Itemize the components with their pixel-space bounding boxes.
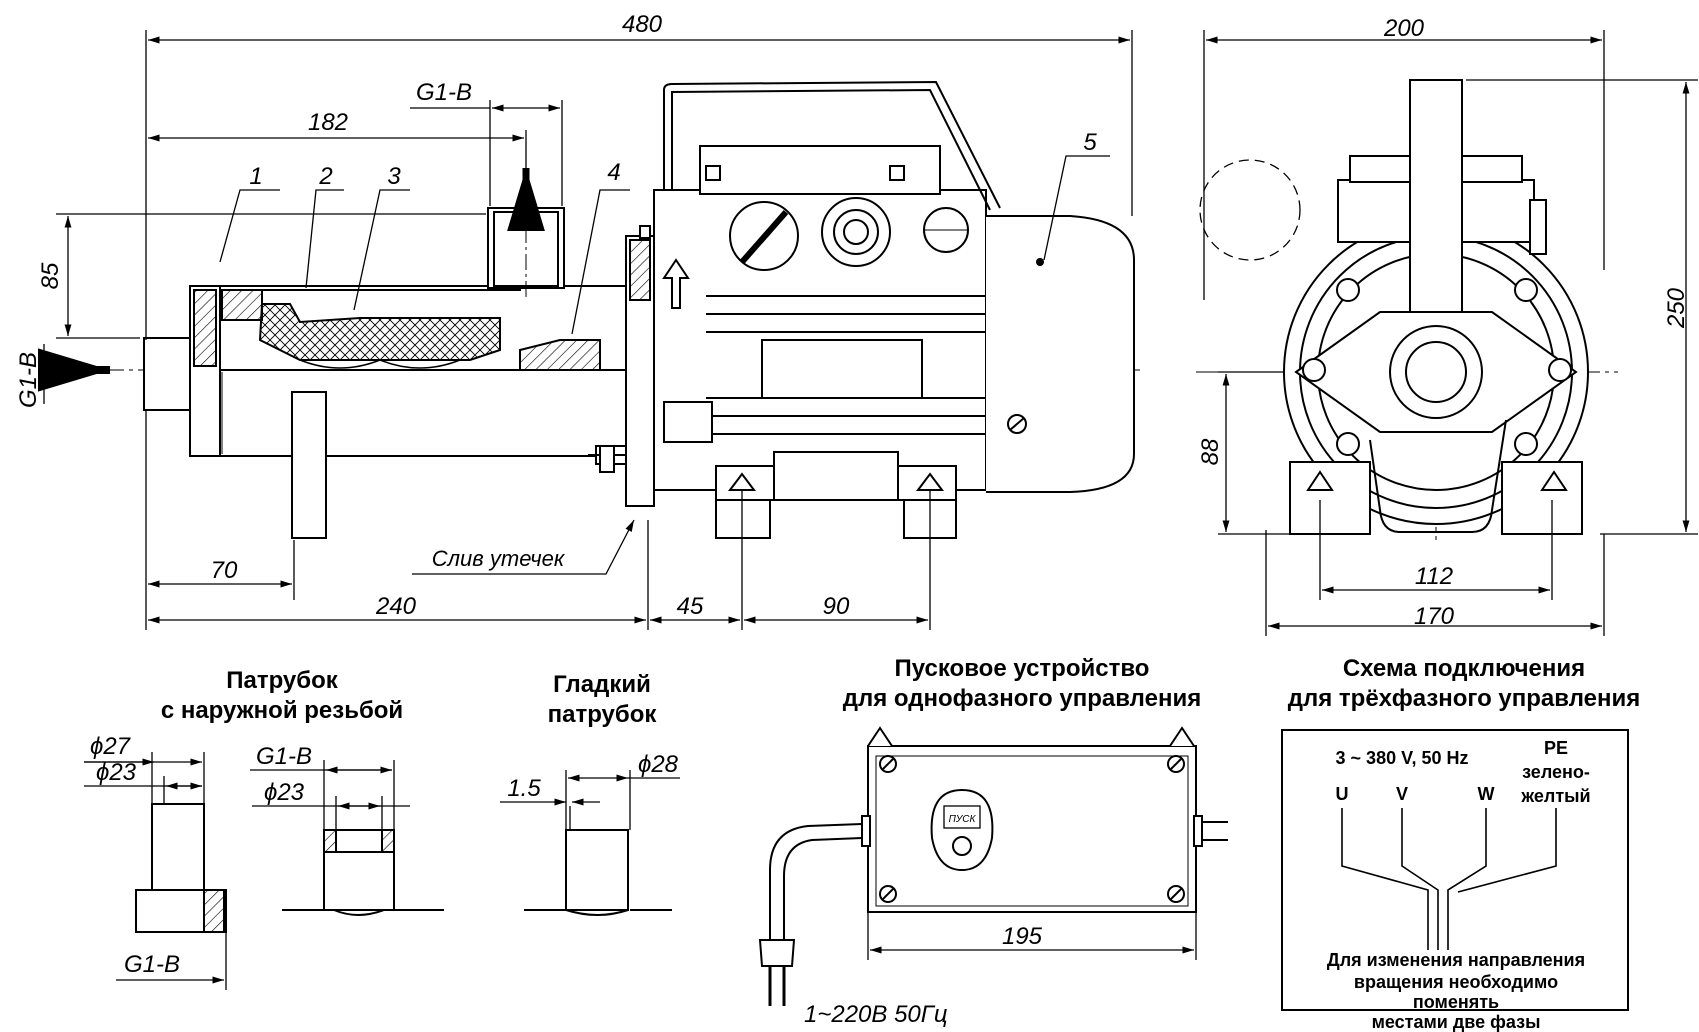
dim-front-width: 200 [1383,15,1425,42]
wiring-note-2: вращения необходимо [1354,972,1558,992]
part-label-5: 5 [1083,129,1097,156]
dim-thread-top: G1-B [256,743,312,770]
leak-drain-label: Слив утечек [432,546,566,571]
wiring-v: V [1396,784,1408,804]
wiring-pe: PE [1544,738,1568,758]
wiring-pe-2: зелено- [1522,762,1590,782]
threaded-pipe-title-1: Патрубок [226,667,339,694]
threaded-pipe-detail [135,803,444,933]
start-button-label: ПУСК [949,814,977,825]
wiring-title-1: Схема подключения [1343,655,1585,682]
dim-thread-bottom: G1-B [124,951,180,978]
labels: 480 182 G1-B 85 G1-B 70 240 45 90 200 25… [15,11,1690,1032]
wiring-supply: 3 ~ 380 V, 50 Hz [1336,748,1469,768]
wiring-note-3: поменять [1413,992,1499,1012]
dim-front-height: 250 [1663,287,1690,329]
wiring-pe-3: желтый [1520,786,1590,806]
part-label-2: 2 [318,163,332,190]
part-label-1: 1 [249,163,262,190]
power-supply-label: 1~220В 50Гц [804,1001,948,1028]
wiring-note-1: Для изменения направления [1327,950,1585,970]
dim-d23: ϕ23 [96,759,137,786]
dim-center-height: 85 [37,262,64,289]
dim-foot-spacing: 90 [823,593,850,620]
smooth-pipe-dimensions [500,770,680,830]
smooth-pipe-title-2: патрубок [548,701,658,728]
dim-support-offset: 70 [211,557,238,584]
dim-to-outlet: 182 [308,109,348,136]
threaded-pipe-dimensions [84,752,410,990]
dim-box-length: 195 [1002,923,1043,950]
starter-title-1: Пусковое устройство [895,655,1150,682]
dim-inlet-thread: G1-B [15,352,42,408]
part-label-4: 4 [607,159,620,186]
dim-d27: ϕ27 [90,733,132,760]
wiring-u: U [1336,784,1349,804]
wiring-title-2: для трёхфазного управления [1288,685,1641,712]
wiring-diagram [1281,729,1629,1011]
side-view [38,80,1140,539]
threaded-pipe-title-2: с наружной резьбой [161,697,403,724]
dim-motor-offset: 45 [677,593,704,620]
dim-pump-length: 240 [375,593,417,620]
starter-dimensions [867,912,1197,960]
dim-front-foot-spacing: 112 [1415,563,1453,590]
dim-wall: 1.5 [507,775,541,802]
front-view-dimensions [1203,30,1698,636]
side-view-dimensions [43,30,1133,630]
starter-title-2: для однофазного управления [843,685,1201,712]
part-label-3: 3 [387,163,401,190]
wiring-note-4: местами две фазы [1372,1012,1541,1032]
dim-d23b: ϕ23 [264,779,305,806]
wiring-w: W [1478,784,1495,804]
dim-overall-length: 480 [622,11,663,38]
smooth-pipe-detail [524,829,672,916]
dim-base-width: 170 [1414,603,1455,630]
dim-d28: ϕ28 [638,751,679,778]
dim-outlet-thread: G1-B [416,79,472,106]
dim-axis-height: 88 [1197,438,1224,465]
starter-device [758,726,1228,1006]
front-view [1196,79,1618,540]
smooth-pipe-title-1: Гладкий [553,671,651,698]
